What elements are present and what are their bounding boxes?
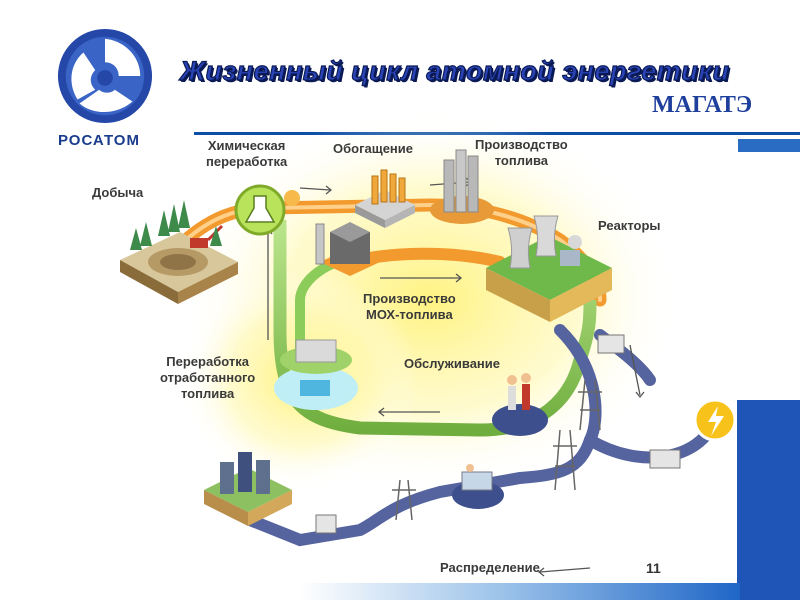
lightning-icon: [693, 398, 737, 442]
reactor-icon: [486, 215, 612, 322]
stage-fuel-label: Производство топлива: [475, 137, 568, 168]
stage-mox-label: Производство МОХ-топлива: [363, 291, 456, 322]
mine-icon: [120, 200, 238, 304]
stage-distribution-label: Распределение: [440, 560, 540, 575]
page-title: Жизненный цикл атомной энергетики: [179, 55, 730, 86]
control-room-icon: [452, 464, 504, 509]
workers-icon: [492, 373, 548, 436]
stage-maintenance-label: Обслуживание: [404, 356, 501, 371]
stage-mining-label: Добыча: [92, 185, 144, 200]
enrichment-plant-icon: [355, 169, 415, 228]
stage-chemical-label: Химическая переработка: [206, 138, 288, 169]
reprocessing-plant-icon: [274, 339, 358, 410]
rosatom-logo-icon: [57, 28, 153, 124]
transformer-icon: [315, 334, 681, 534]
bottom-accent-band: [300, 583, 740, 600]
page-subtitle: МАГАТЭ: [652, 92, 753, 118]
city-icon: [204, 452, 292, 526]
stage-enrichment-label: Обогащение: [333, 141, 413, 156]
logo-text: РОСАТОМ: [58, 132, 140, 149]
blue-grid-line: [244, 324, 602, 547]
lab-flask-icon: [234, 184, 300, 236]
header-accent-block: [738, 139, 800, 152]
right-accent-panel: [737, 400, 800, 600]
page-number: 11: [646, 560, 661, 576]
stage-reactors-label: Реакторы: [598, 218, 661, 233]
mox-plant-icon: [315, 222, 380, 276]
fuel-silo-icon: [430, 149, 494, 224]
power-pylon-icon: [392, 379, 602, 521]
stage-spent-fuel-label: Переработка отработанного топлива: [160, 354, 256, 401]
